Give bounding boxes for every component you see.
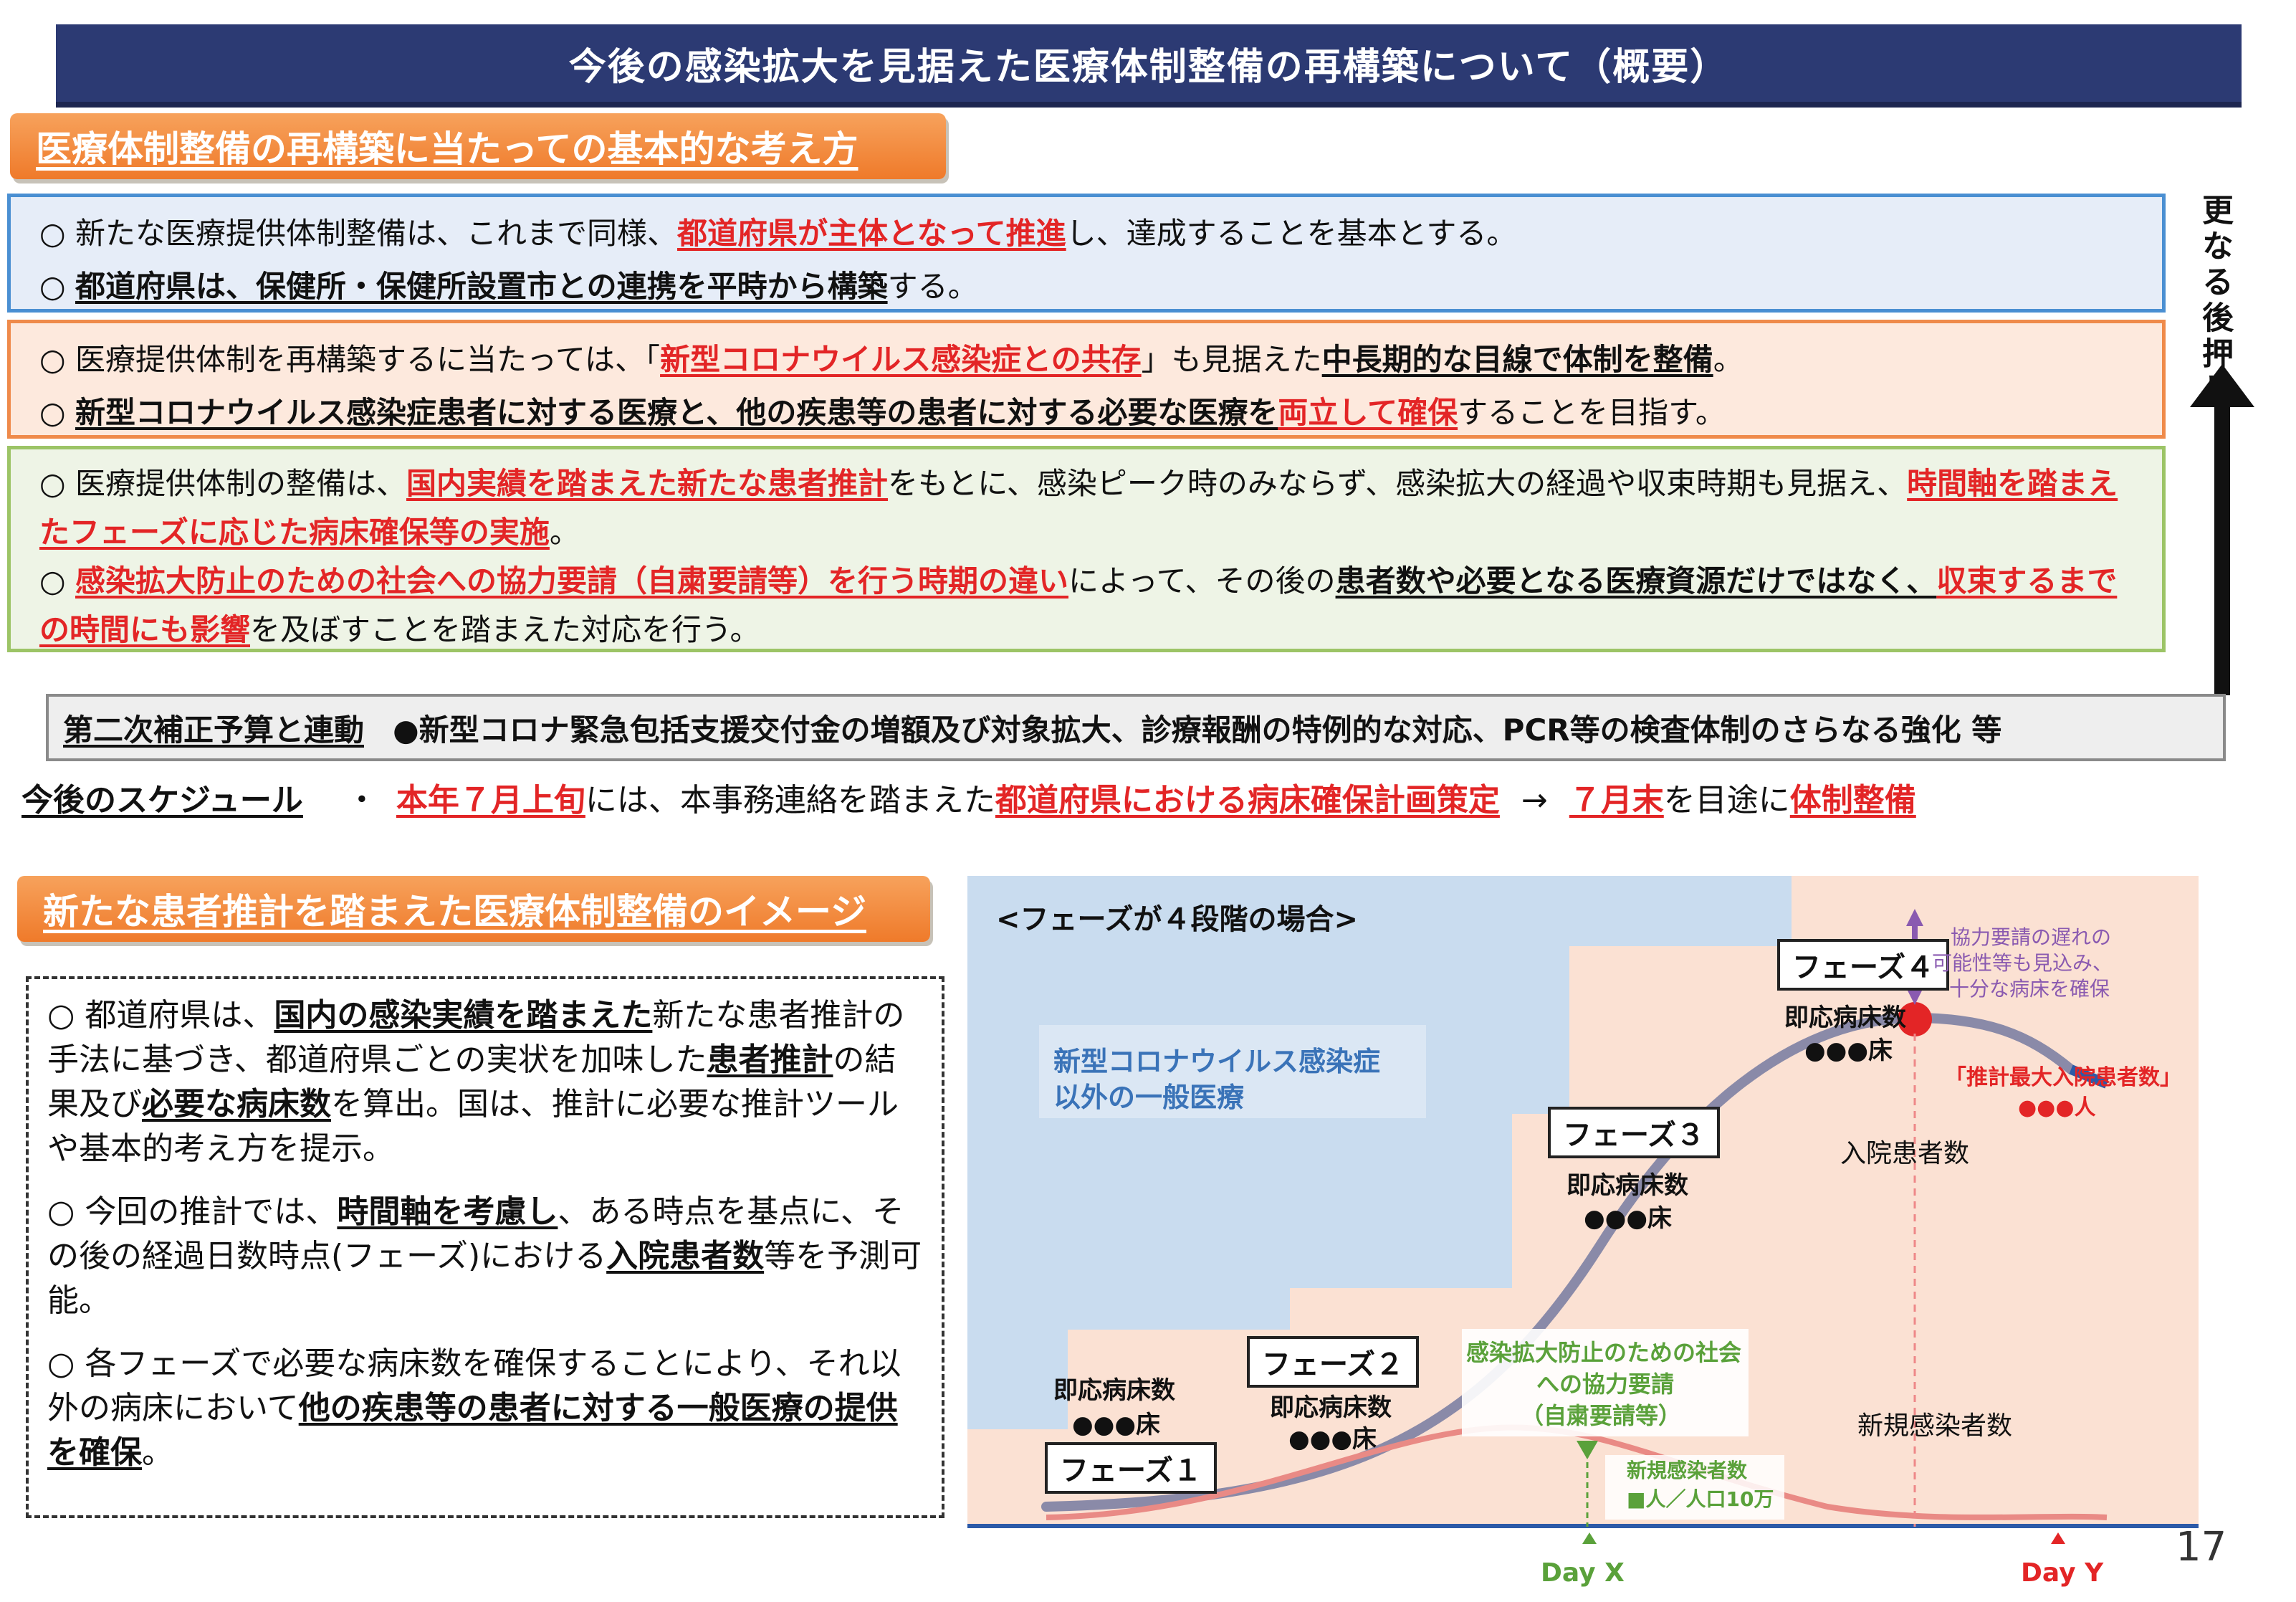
purple-arrow-head-down — [1906, 988, 1923, 1005]
new-cases-box-value: ■人／人口10万 — [1627, 1487, 1774, 1511]
policy-line: ○感染拡大防止のための社会への協力要請（自粛要請等）を行う時期の違いによって、そ… — [39, 557, 2133, 654]
phase-4-box: フェーズ４ — [1777, 939, 1949, 991]
request-label: （自粛要請等） — [1521, 1402, 1682, 1429]
policy-line: ○都道府県は、保健所・保健所設置市との連携を平時から構築する。 — [39, 260, 2133, 313]
phase-3-box: フェーズ３ — [1548, 1107, 1720, 1158]
new-cases-label: 新規感染者数 — [1857, 1411, 2013, 1441]
day-x-label: Day X — [1541, 1558, 1625, 1588]
peak-marker — [1898, 1002, 1932, 1036]
phase-4-beds: ●●●床 — [1804, 1036, 1893, 1065]
day-y-tick-icon — [2051, 1532, 2065, 1544]
policy-line: ○医療提供体制を再構築するに当たっては、「新型コロナウイルス感染症との共存」も見… — [39, 333, 2133, 386]
phase-2-beds: ●●●床 — [1288, 1425, 1377, 1454]
circle-mark: ○ — [39, 563, 66, 599]
inpatients-curve — [1041, 1012, 2076, 1512]
budget-text: ●新型コロナ緊急包括支援交付金の増額及び対象拡大、診療報酬の特例的な対応、PCR… — [393, 712, 2002, 748]
up-arrow-shaft — [2214, 380, 2230, 695]
general-medicine-label: 以外の一般医療 — [1053, 1082, 1245, 1113]
page-title: 今後の感染拡大を見据えた医療体制整備の再構築について（概要） — [56, 24, 2242, 108]
phase-2-beds-label: 即応病床数 — [1270, 1393, 1392, 1422]
phase-diagram: <フェーズが４段階の場合> 新型コロナウイルス感染症 以外の一般医療 フェーズ４… — [967, 876, 2199, 1528]
phase-1-beds-label: 即応病床数 — [1053, 1376, 1175, 1405]
new-cases-curve — [1046, 1424, 2108, 1520]
delay-note: 協力要請の遅れの — [1951, 925, 2112, 949]
explanation-paragraph: ○ 都道府県は、国内の感染実績を踏まえた新たな患者推計の手法に基づき、都道府県ご… — [47, 997, 905, 1167]
explanation-paragraph: ○ 今回の推計では、時間軸を考慮し、ある時点を基点に、その後の経過日数時点(フェ… — [47, 1193, 922, 1319]
new-cases-backing — [1605, 1455, 1784, 1520]
general-label-backing — [1039, 1025, 1426, 1118]
delay-note: 十分な病床を確保 — [1949, 977, 2110, 1001]
policy-line: ○新型コロナウイルス感染症患者に対する医療と、他の疾患等の患者に対する必要な医療… — [39, 386, 2133, 439]
phase-2-box: フェーズ２ — [1247, 1336, 1419, 1388]
general-medicine-area — [967, 876, 2199, 1429]
day-x-tick-icon — [1582, 1532, 1597, 1544]
circle-mark: ○ — [39, 466, 66, 501]
page-number: 17 — [2176, 1524, 2227, 1570]
delay-note: 可能性等も見込み、 — [1932, 951, 2113, 975]
schedule-line: 今後のスケジュール・本年７月上旬には、本事務連絡を踏まえた都道府県における病床確… — [21, 782, 1916, 819]
budget-label: 第二次補正予算と連動 — [63, 712, 365, 748]
phase-1-beds: ●●●床 — [1072, 1411, 1161, 1439]
phase-3-beds-label: 即応病床数 — [1566, 1171, 1688, 1200]
basic-policy-box-blue: ○新たな医療提供体制整備は、これまで同様、都道府県が主体となって推進し、達成する… — [7, 194, 2166, 313]
circle-mark: ○ — [39, 342, 66, 377]
request-label: への協力要請 — [1536, 1370, 1675, 1398]
basic-policy-box-orange: ○医療提供体制を再構築するに当たっては、「新型コロナウイルス感染症との共存」も見… — [7, 320, 2166, 439]
purple-arrow-head-up — [1906, 909, 1923, 926]
peak-label: 「推計最大入院患者数」 — [1945, 1065, 2181, 1090]
phase-diagram-svg — [967, 876, 2199, 1528]
request-label: 感染拡大防止のための社会 — [1466, 1339, 1742, 1366]
new-cases-box-label: 新規感染者数 — [1627, 1459, 1748, 1482]
day-x-marker — [1577, 1441, 1598, 1459]
phase-1-box: フェーズ１ — [1045, 1442, 1217, 1494]
circle-mark: ○ — [39, 216, 66, 251]
explanation-box: ○ 都道府県は、国内の感染実績を踏まえた新たな患者推計の手法に基づき、都道府県ご… — [26, 976, 944, 1518]
budget-bar: 第二次補正予算と連動 ●新型コロナ緊急包括支援交付金の増額及び対象拡大、診療報酬… — [46, 694, 2226, 761]
day-y-label: Day Y — [2021, 1558, 2104, 1588]
policy-line: ○新たな医療提供体制整備は、これまで同様、都道府県が主体となって推進し、達成する… — [39, 207, 2133, 260]
peak-value: ●●●人 — [2018, 1095, 2096, 1120]
general-medicine-label: 新型コロナウイルス感染症 — [1053, 1046, 1381, 1077]
schedule-label: 今後のスケジュール — [21, 782, 303, 819]
policy-line: ○医療提供体制の整備は、国内実績を踏まえた新たな患者推計をもとに、感染ピーク時の… — [39, 459, 2133, 557]
circle-mark: ○ — [39, 269, 66, 304]
inpatients-label: 入院患者数 — [1840, 1139, 1970, 1168]
phase-3-beds: ●●●床 — [1584, 1204, 1673, 1233]
inpatients-curve-tail — [2069, 1064, 2109, 1089]
chart-caption: <フェーズが４段階の場合> — [996, 903, 1359, 936]
section-heading-basic: 医療体制整備の再構築に当たっての基本的な考え方 — [10, 113, 946, 179]
circle-mark: ○ — [39, 395, 66, 430]
explanation-paragraph: ○ 各フェーズで必要な病床数を確保することにより、それ以外の病床において他の疾患… — [47, 1345, 901, 1471]
basic-policy-box-green: ○医療提供体制の整備は、国内実績を踏まえた新たな患者推計をもとに、感染ピーク時の… — [7, 446, 2166, 652]
section-heading-image: 新たな患者推計を踏まえた医療体制整備のイメージ — [17, 876, 930, 942]
request-backing — [1462, 1329, 1749, 1436]
phase-4-beds-label: 即応病床数 — [1784, 1003, 1906, 1032]
